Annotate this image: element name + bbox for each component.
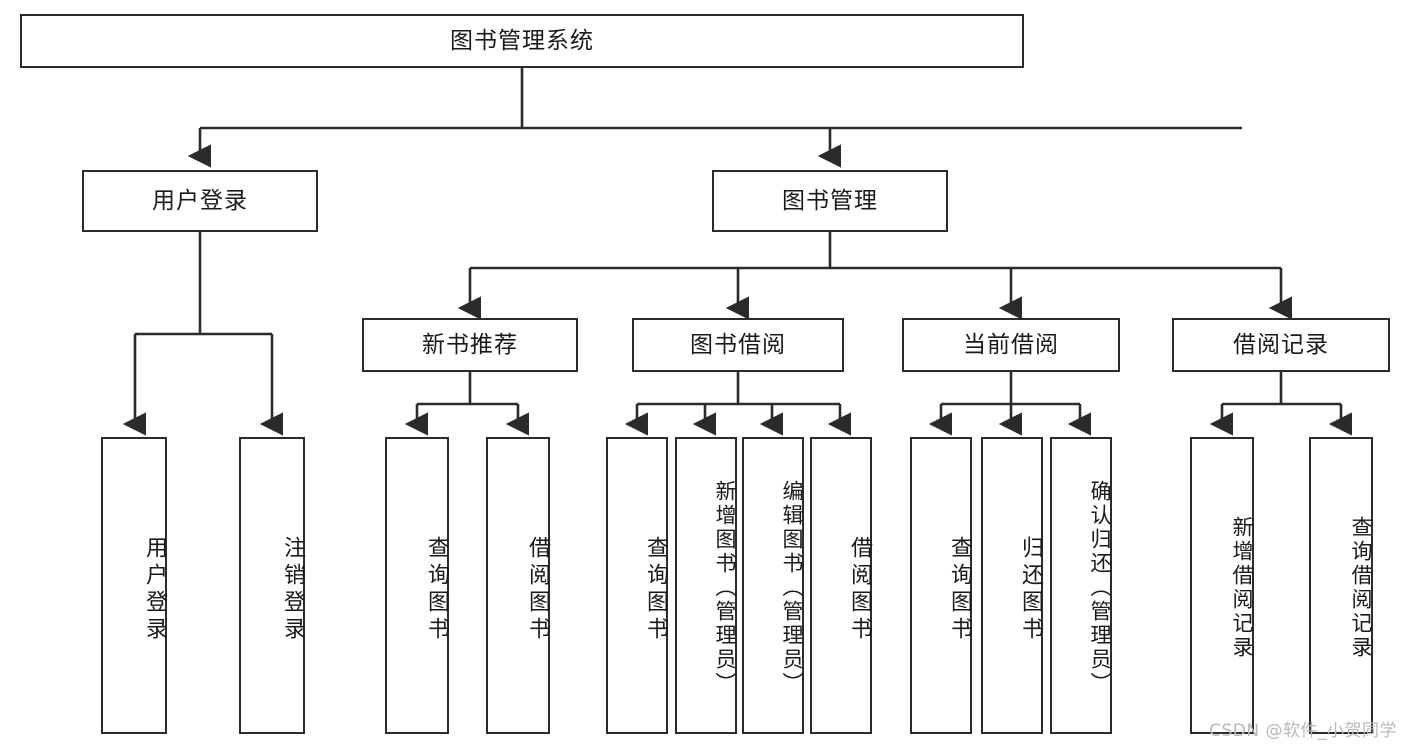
leaf-confirm-return-admin-label: 确认归还（管理员） [1088, 479, 1112, 696]
leaf-edit-book-admin-label: 编辑图书（管理员） [780, 479, 804, 696]
leaf-current-query-book-label: 查询图书 [947, 535, 972, 644]
leaf-add-borrow-record-label: 新增借阅记录 [1230, 515, 1254, 660]
leaf-edit-book-admin[interactable]: 编辑图书（管理员） [742, 437, 804, 734]
leaf-new-book-borrow-label: 借阅图书 [525, 535, 550, 644]
node-borrow-record-label: 借阅记录 [1233, 331, 1329, 358]
leaf-user-login[interactable]: 用户登录 [101, 437, 167, 734]
leaf-user-logout[interactable]: 注销登录 [239, 437, 305, 734]
watermark-text: CSDN @软件_小贺同学 [1209, 721, 1397, 741]
leaf-add-book-admin-label: 新增图书（管理员） [713, 479, 737, 696]
node-root-label: 图书管理系统 [450, 27, 594, 54]
leaf-current-query-book[interactable]: 查询图书 [910, 437, 972, 734]
leaf-new-book-borrow[interactable]: 借阅图书 [486, 437, 550, 734]
leaf-return-book-label: 归还图书 [1018, 535, 1043, 644]
leaf-add-book-admin[interactable]: 新增图书（管理员） [675, 437, 737, 734]
node-current-borrow-label: 当前借阅 [963, 331, 1059, 358]
node-user-login-label: 用户登录 [152, 187, 248, 214]
leaf-query-borrow-record-label: 查询借阅记录 [1349, 515, 1373, 660]
node-current-borrow[interactable]: 当前借阅 [902, 318, 1120, 372]
leaf-add-borrow-record[interactable]: 新增借阅记录 [1190, 437, 1254, 734]
node-book-borrow-label: 图书借阅 [690, 331, 786, 358]
leaf-borrow-query-book[interactable]: 查询图书 [606, 437, 668, 734]
leaf-return-book[interactable]: 归还图书 [981, 437, 1043, 734]
node-book-management-label: 图书管理 [782, 187, 878, 214]
node-user-login[interactable]: 用户登录 [82, 170, 318, 232]
leaf-user-login-label: 用户登录 [142, 535, 167, 644]
node-borrow-record[interactable]: 借阅记录 [1172, 318, 1390, 372]
node-new-book-recommend-label: 新书推荐 [422, 331, 518, 358]
leaf-user-logout-label: 注销登录 [280, 535, 305, 644]
leaf-borrow-book-label: 借阅图书 [847, 535, 872, 644]
node-book-management[interactable]: 图书管理 [712, 170, 948, 232]
node-new-book-recommend[interactable]: 新书推荐 [362, 318, 578, 372]
leaf-new-book-query[interactable]: 查询图书 [385, 437, 449, 734]
leaf-borrow-query-book-label: 查询图书 [643, 535, 668, 644]
node-book-borrow[interactable]: 图书借阅 [632, 318, 844, 372]
leaf-confirm-return-admin[interactable]: 确认归还（管理员） [1050, 437, 1112, 734]
leaf-new-book-query-label: 查询图书 [424, 535, 449, 644]
leaf-borrow-book[interactable]: 借阅图书 [810, 437, 872, 734]
leaf-query-borrow-record[interactable]: 查询借阅记录 [1309, 437, 1373, 734]
node-root[interactable]: 图书管理系统 [20, 14, 1024, 68]
